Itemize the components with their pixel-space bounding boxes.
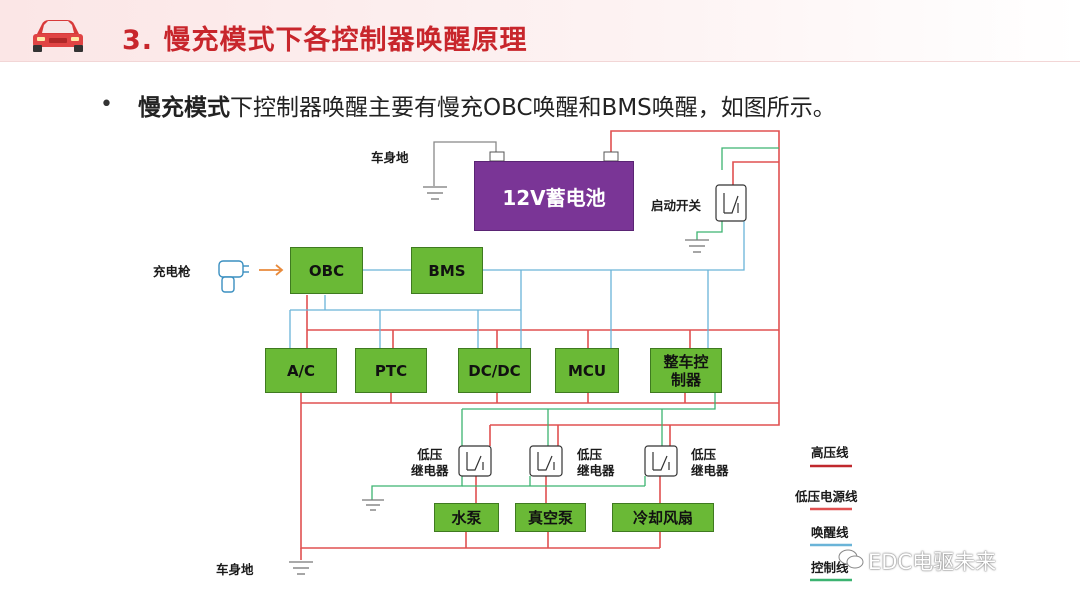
relay-1-line2: 继电器 [411,462,449,478]
legend-wake: 唤醒线 [811,525,849,540]
watermark-text: EDC电驱未来 [868,550,997,574]
start-switch-label: 启动开关 [651,198,702,213]
battery-positive-terminal [603,151,619,162]
load-cooling-fan: 冷却风扇 [612,503,714,532]
ground-symbol-switch [685,239,709,253]
charge-arrow-icon [259,264,284,276]
relay-label-1: 低压 继电器 [411,447,449,478]
control-lines [371,147,779,500]
page-title: 3. 慢充模式下各控制器唤醒原理 [122,25,528,56]
controller-dcdc: DC/DC [458,348,531,393]
relay-icon-3 [644,445,678,477]
ground-symbol-bottom [289,561,313,575]
header-bar [0,0,1080,62]
vcu-label-line2: 制器 [670,370,701,389]
relay-2-line2: 继电器 [577,462,615,478]
charge-gun-icon [218,260,249,293]
legend-control: 控制线 [811,560,849,575]
ground-symbol-relay [362,499,384,511]
ground-lines [433,141,497,186]
start-switch-icon [715,184,747,222]
intro-text: 慢充模式下控制器唤醒主要有慢充OBC唤醒和BMS唤醒，如图所示。 [138,88,836,122]
intro-rest: 下控制器唤醒主要有慢充OBC唤醒和BMS唤醒，如图所示。 [230,95,836,121]
ground-symbol-top [423,186,447,200]
body-ground-label-top: 车身地 [371,150,409,165]
wake-up-lines [289,220,745,348]
relay-2-line1: 低压 [577,447,603,462]
relay-label-2: 低压 继电器 [577,447,615,478]
low-voltage-power-lines [300,130,780,560]
legend-hv: 高压线 [811,445,849,460]
ground-symbols [289,186,709,575]
legend-power: 低压电源线 [795,489,858,504]
controller-vcu: 整车控 制器 [650,348,722,393]
relay-icon-1 [458,445,492,477]
relay-3-line2: 继电器 [691,462,729,478]
relay-icon-2 [529,445,563,477]
battery-negative-terminal [489,151,505,162]
bullet: • [100,92,113,117]
load-vacuum-pump: 真空泵 [515,503,586,532]
wechat-icon [838,549,864,569]
car-icon [33,20,83,52]
load-water-pump: 水泵 [434,503,499,532]
relay-1-line1: 低压 [417,447,443,462]
controller-ptc: PTC [355,348,427,393]
controller-ac: A/C [265,348,337,393]
charge-gun-label: 充电枪 [153,264,191,279]
vcu-label-line1: 整车控 [663,352,709,371]
relay-3-line1: 低压 [691,447,717,462]
controller-mcu: MCU [555,348,619,393]
body-ground-label-bottom: 车身地 [216,562,254,577]
obc-box: OBC [290,247,363,294]
bms-box: BMS [411,247,483,294]
intro-bold: 慢充模式 [138,95,230,121]
battery-12v: 12V蓄电池 [474,161,634,231]
relay-label-3: 低压 继电器 [691,447,729,478]
legend-lines [810,464,852,582]
